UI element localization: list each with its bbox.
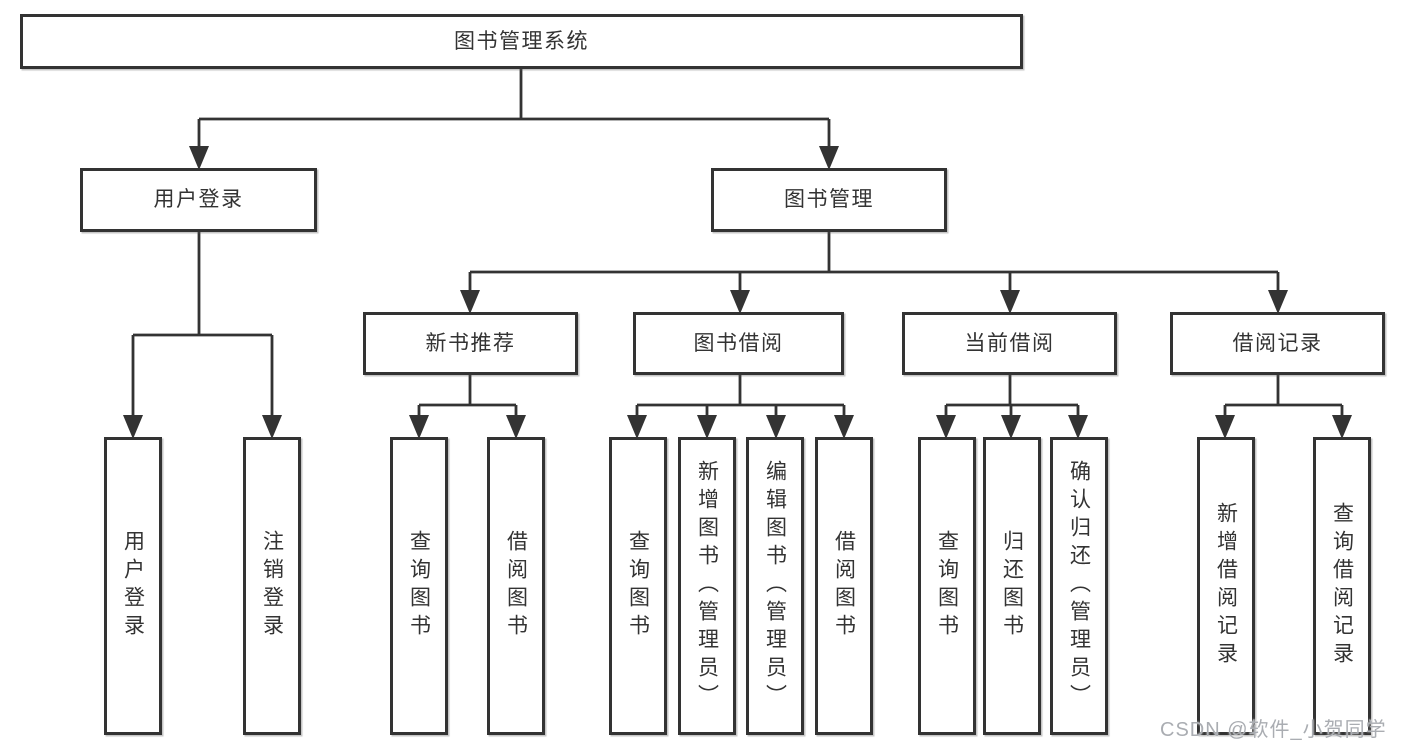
node-label: 借阅记录 xyxy=(1232,331,1323,355)
node-label: 查询图书 xyxy=(626,530,650,642)
node-label: 确认归还（管理员） xyxy=(1067,460,1091,712)
watermark: CSDN @软件_小贺同学 xyxy=(1160,719,1387,741)
node-label: 查询图书 xyxy=(407,530,431,642)
leaf-search-books-current: 查询图书 xyxy=(918,437,976,735)
node-label: 新增借阅记录 xyxy=(1214,502,1238,670)
node-current-borrowing: 当前借阅 xyxy=(902,312,1117,375)
node-user-login: 用户登录 xyxy=(80,168,317,232)
node-library-management-system: 图书管理系统 xyxy=(20,14,1023,69)
leaf-borrow-books: 借阅图书 xyxy=(815,437,873,735)
leaf-logout: 注销登录 xyxy=(243,437,301,735)
node-label: 图书借阅 xyxy=(693,331,784,355)
leaf-add-books-admin: 新增图书（管理员） xyxy=(678,437,736,735)
node-label: 查询借阅记录 xyxy=(1330,502,1354,670)
node-label: 图书管理系统 xyxy=(454,29,589,53)
node-borrowing-records: 借阅记录 xyxy=(1170,312,1385,375)
node-label: 借阅图书 xyxy=(504,530,528,642)
node-label: 编辑图书（管理员） xyxy=(763,460,787,712)
node-label: 用户登录 xyxy=(153,188,244,212)
leaf-user-login: 用户登录 xyxy=(104,437,162,735)
node-book-borrowing: 图书借阅 xyxy=(633,312,844,375)
node-label: 归还图书 xyxy=(1000,530,1024,642)
node-label: 借阅图书 xyxy=(832,530,856,642)
leaf-search-books-borrowing: 查询图书 xyxy=(609,437,667,735)
node-label: 新增图书（管理员） xyxy=(695,460,719,712)
leaf-search-borrowing-record: 查询借阅记录 xyxy=(1313,437,1371,735)
node-label: 当前借阅 xyxy=(964,331,1055,355)
leaf-borrow-books-recommendation: 借阅图书 xyxy=(487,437,545,735)
node-label: 注销登录 xyxy=(260,530,284,642)
leaf-add-borrowing-record: 新增借阅记录 xyxy=(1197,437,1255,735)
leaf-edit-books-admin: 编辑图书（管理员） xyxy=(746,437,804,735)
node-label: 新书推荐 xyxy=(425,331,516,355)
leaf-confirm-return-admin: 确认归还（管理员） xyxy=(1050,437,1108,735)
node-book-management: 图书管理 xyxy=(711,168,947,232)
node-label: 用户登录 xyxy=(121,530,145,642)
leaf-return-books: 归还图书 xyxy=(983,437,1041,735)
node-new-book-recommendation: 新书推荐 xyxy=(363,312,578,375)
node-label: 图书管理 xyxy=(784,188,874,212)
leaf-search-books-recommendation: 查询图书 xyxy=(390,437,448,735)
node-label: 查询图书 xyxy=(935,530,959,642)
